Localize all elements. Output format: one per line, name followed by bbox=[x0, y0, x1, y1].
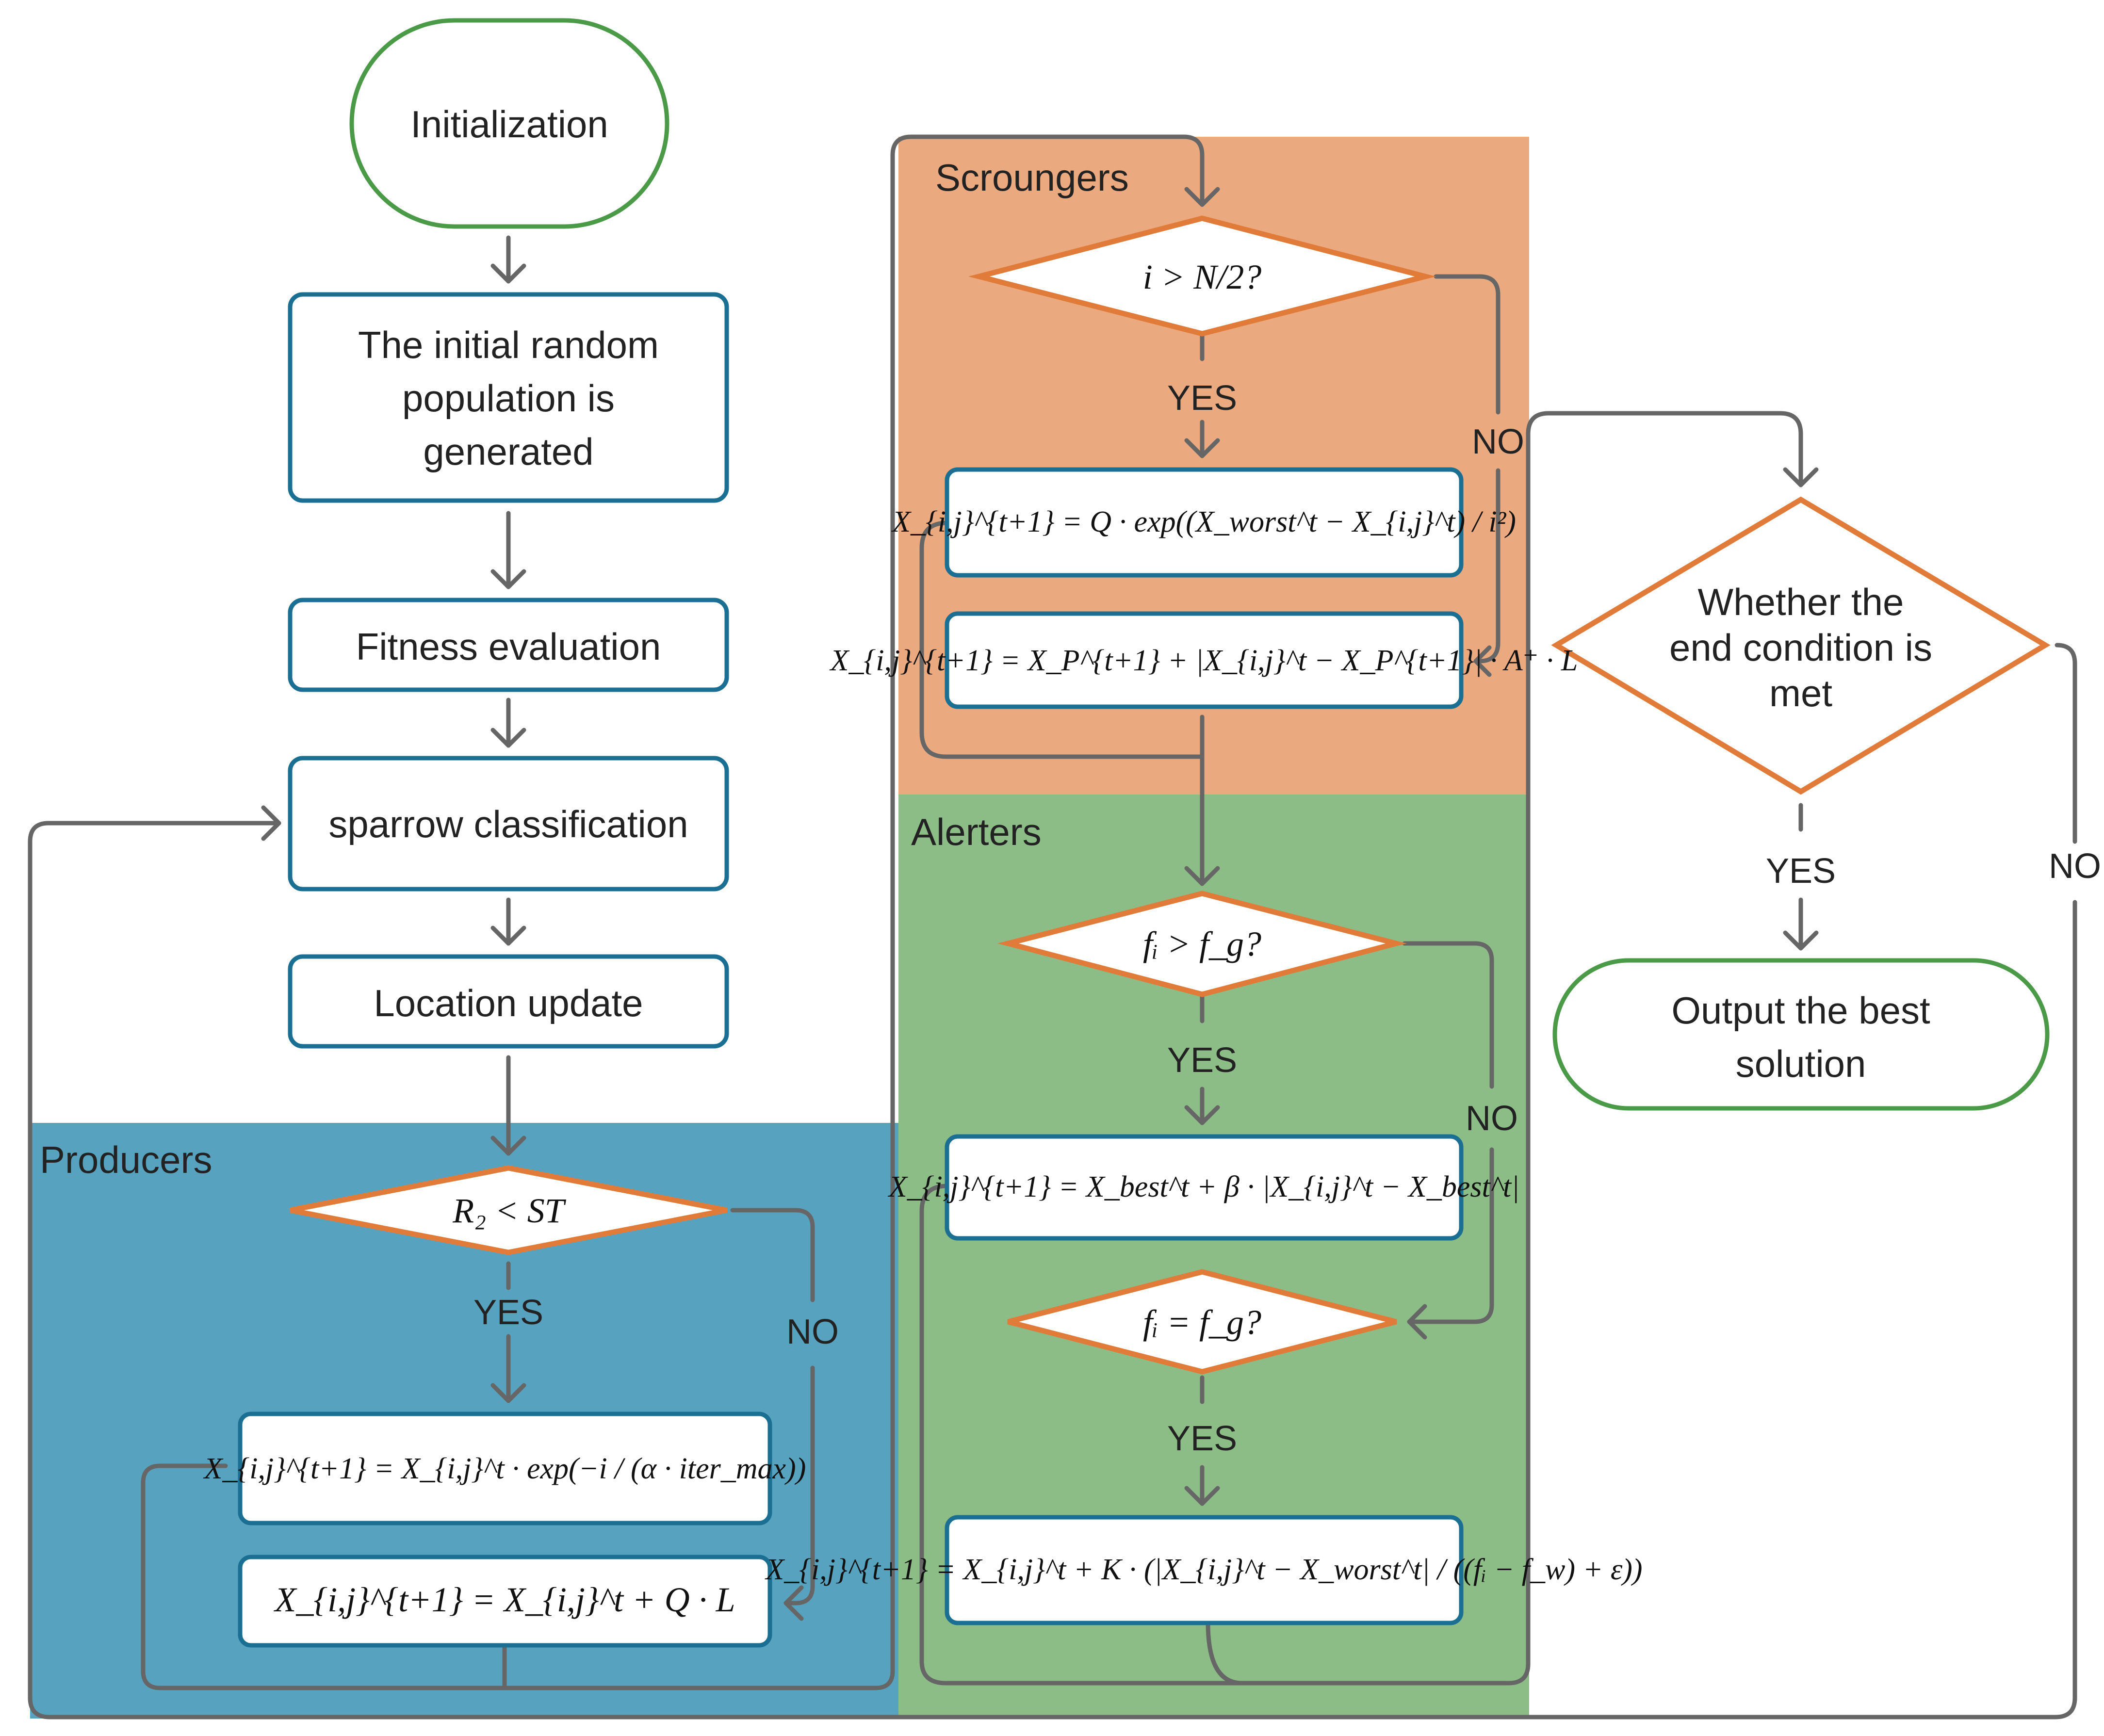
arrowhead-alerter-yes-1 bbox=[1184, 1105, 1220, 1125]
initial-population-line-3: generated bbox=[423, 430, 593, 473]
arrowhead-producer-no bbox=[783, 1585, 804, 1621]
end-no-label: NO bbox=[2049, 847, 2101, 886]
output-label-line-2: solution bbox=[1736, 1042, 1866, 1085]
producer-yes-formula: X_{i,j}^{t+1} = X_{i,j}^t · exp(−i / (α … bbox=[203, 1452, 806, 1485]
alerter-1-formula: X_{i,j}^{t+1} = X_best^t + β · |X_{i,j}^… bbox=[887, 1170, 1519, 1203]
end-condition-decision bbox=[1551, 496, 2051, 795]
alerter-2-formula: X_{i,j}^{t+1} = X_{i,j}^t + K · (|X_{i,j… bbox=[764, 1553, 1642, 1586]
scrounger-yes-formula: X_{i,j}^{t+1} = Q · exp((X_worst^t − X_{… bbox=[891, 505, 1516, 538]
initialization-terminal bbox=[349, 18, 669, 229]
end-condition-line-2: end condition is bbox=[1669, 626, 1932, 669]
connector-scrounger-no bbox=[1434, 274, 1501, 664]
arrowhead-end-no bbox=[261, 805, 281, 841]
producer-no-label: NO bbox=[786, 1313, 839, 1351]
fitness-evaluation-label: Fitness evaluation bbox=[356, 625, 661, 668]
arrowhead-alerter-yes-2 bbox=[1184, 1486, 1220, 1506]
arrowhead-end-yes bbox=[1783, 930, 1819, 951]
alerter-decision-2-label: fᵢ = f_g? bbox=[1143, 1303, 1261, 1342]
alerter-decision-2 bbox=[1007, 1269, 1397, 1375]
location-update-label: Location update bbox=[374, 982, 643, 1024]
alerters-region-label: Alerters bbox=[911, 811, 1042, 853]
producer-yes-label: YES bbox=[473, 1293, 543, 1332]
arrowhead-location-to-producer-decision bbox=[490, 1136, 526, 1156]
scrounger-decision bbox=[968, 215, 1436, 337]
scrounger-no-formula: X_{i,j}^{t+1} = X_P^{t+1} + |X_{i,j}^t −… bbox=[829, 644, 1578, 677]
output-terminal bbox=[1552, 958, 2050, 1111]
arrowhead-producer-yes bbox=[490, 1383, 526, 1403]
producers-region-label: Producers bbox=[40, 1138, 212, 1181]
alerter-decision-1-label: fᵢ > f_g? bbox=[1143, 925, 1261, 963]
end-condition-line-3: met bbox=[1769, 672, 1832, 714]
alerter-2-yes-label: YES bbox=[1167, 1419, 1237, 1458]
arrowhead-scrounger-no bbox=[1473, 645, 1492, 677]
alerter-1-no-label: NO bbox=[1466, 1099, 1518, 1138]
initial-population-line-1: The initial random bbox=[358, 324, 659, 366]
arrowhead-alerter-no bbox=[1407, 1304, 1427, 1340]
initialization-label: Initialization bbox=[410, 103, 608, 146]
producer-no-formula: X_{i,j}^{t+1} = X_{i,j}^t + Q · L bbox=[273, 1580, 735, 1619]
scrounger-no-label: NO bbox=[1472, 422, 1524, 461]
connector-alerter-no bbox=[1402, 941, 1494, 1324]
scrounger-yes-formula-box bbox=[945, 467, 1464, 578]
scrounger-decision-label: i > N/2? bbox=[1143, 258, 1262, 296]
arrowhead-scrounger-yes bbox=[1184, 438, 1220, 458]
arrowhead-to-alerter-decision bbox=[1184, 866, 1220, 886]
fitness-evaluation-box bbox=[288, 598, 729, 692]
arrowhead-classification-to-location bbox=[490, 925, 526, 946]
sparrow-classification-box bbox=[288, 756, 729, 892]
arrowhead-to-end-condition bbox=[1783, 467, 1819, 487]
arrowhead-to-scrounger-decision bbox=[1184, 187, 1220, 207]
alerter-1-yes-label: YES bbox=[1167, 1041, 1237, 1080]
arrowhead-population-to-fitness bbox=[490, 569, 526, 589]
sparrow-classification-label: sparrow classification bbox=[328, 803, 688, 845]
arrowhead-fitness-to-classification bbox=[490, 728, 526, 748]
alerter-1-formula-box bbox=[945, 1134, 1464, 1241]
scrounger-no-formula-box bbox=[945, 611, 1464, 709]
producer-yes-formula-box bbox=[238, 1412, 772, 1525]
producer-decision bbox=[289, 1165, 728, 1255]
alerter-decision-1 bbox=[997, 891, 1407, 997]
end-condition-line-1: Whether the bbox=[1698, 581, 1904, 623]
connector-scrounger-merge bbox=[919, 520, 1205, 886]
producer-decision-label: R₂ < ST bbox=[452, 1191, 567, 1230]
scroungers-region-label: Scroungers bbox=[935, 156, 1129, 199]
connector-alerter-merge bbox=[919, 411, 1803, 1686]
scrounger-yes-label: YES bbox=[1167, 379, 1237, 418]
location-update-box bbox=[288, 954, 729, 1049]
connector-end-no bbox=[28, 643, 2077, 1720]
end-yes-label: YES bbox=[1766, 852, 1836, 891]
arrowhead-init-to-population bbox=[490, 263, 526, 284]
connector-producer-no bbox=[730, 1208, 815, 1606]
output-label-line-1: Output the best bbox=[1671, 989, 1930, 1032]
initial-population-box bbox=[288, 292, 729, 503]
alerter-2-formula-box bbox=[945, 1515, 1464, 1625]
connector-producer-merge bbox=[141, 134, 1205, 1690]
producer-no-formula-box bbox=[238, 1555, 772, 1648]
initial-population-line-2: population is bbox=[402, 377, 615, 420]
